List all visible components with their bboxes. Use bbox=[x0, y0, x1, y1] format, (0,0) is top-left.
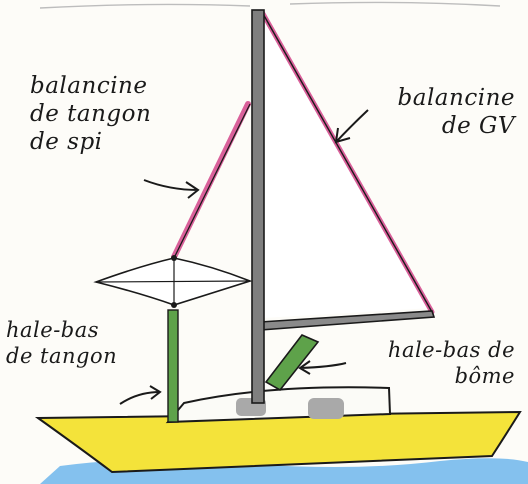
mast bbox=[251, 9, 265, 404]
arrow-spi-topping-lift bbox=[143, 179, 200, 199]
spinnaker-pole-axis bbox=[95, 280, 251, 283]
pole-downhaul-line bbox=[167, 309, 179, 423]
cabin-window bbox=[308, 398, 344, 419]
arrow-boom-vang bbox=[298, 360, 347, 375]
label-spi-topping-lift: balancine de tangon de spi bbox=[30, 73, 152, 156]
top-scribble bbox=[39, 1, 501, 9]
arrow-pole-downhaul bbox=[119, 385, 162, 405]
main-topping-lift-outline bbox=[261, 11, 433, 313]
spi-topping-lift-line bbox=[171, 101, 251, 260]
arrow-main-topping-lift bbox=[334, 109, 369, 144]
mainsail bbox=[262, 18, 432, 318]
label-boom-vang: hale-bas de bôme bbox=[387, 338, 515, 388]
pole-fitting-bottom bbox=[171, 302, 177, 308]
hull bbox=[34, 410, 522, 474]
boom-vang-line bbox=[264, 334, 320, 392]
spi-topping-lift-outline bbox=[173, 103, 251, 259]
label-main-topping-lift: balancine de GV bbox=[397, 85, 515, 140]
pole-fitting-top bbox=[171, 255, 177, 261]
label-pole-downhaul: hale-bas de tangon bbox=[6, 318, 118, 368]
